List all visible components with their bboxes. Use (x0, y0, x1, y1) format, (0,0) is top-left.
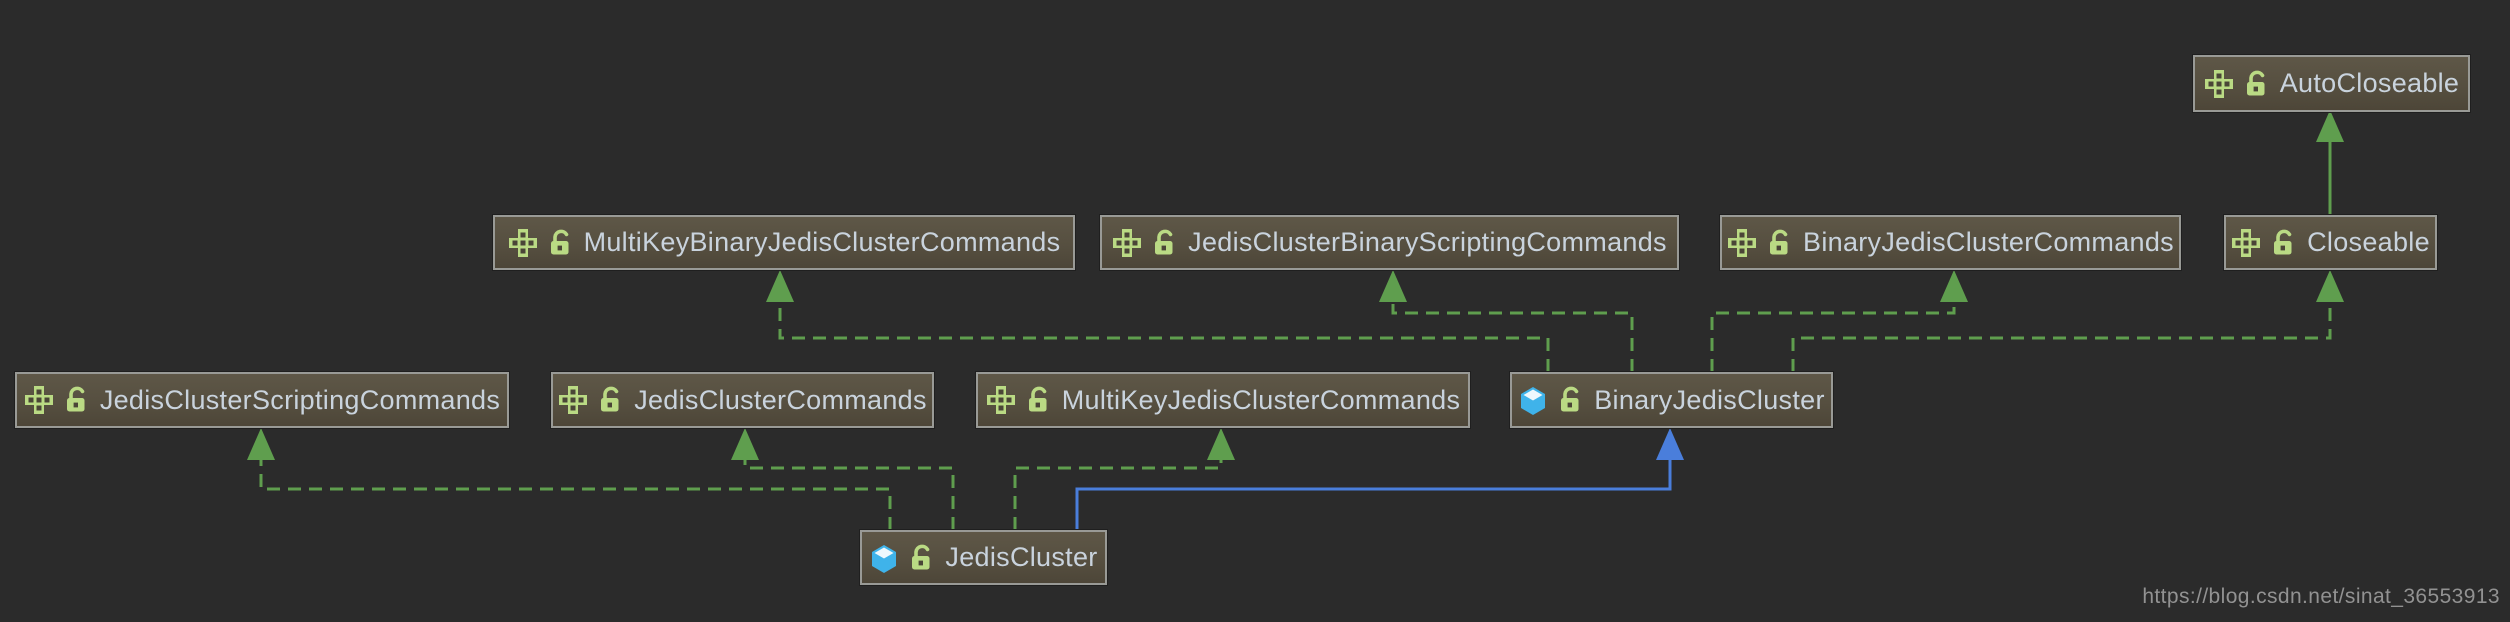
node-label: BinaryJedisCluster (1594, 384, 1825, 415)
interface-icon (558, 385, 588, 415)
edge-jediscluster-implements-jedisclusterscriptingcommands (247, 428, 892, 530)
node-label: JedisClusterCommands (634, 384, 927, 415)
edge-jediscluster-implements-multikeyjedisclustercommands (1013, 428, 1235, 530)
lock-icon (1558, 385, 1584, 415)
node-label: MultiKeyJedisClusterCommands (1061, 384, 1461, 415)
interface-icon (2204, 69, 2234, 99)
node-label: AutoCloseable (2279, 68, 2460, 98)
node-label: BinaryJedisClusterCommands (1803, 227, 2174, 257)
node-label: JedisClusterBinaryScriptingCommands (1188, 227, 1667, 257)
interface-node-autocloseable[interactable]: AutoCloseable (2193, 55, 2470, 112)
node-label: MultiKeyBinaryJedisClusterCommands (583, 227, 1061, 257)
interface-node-multikeyjedisclustercommands[interactable]: MultiKeyJedisClusterCommands (976, 372, 1470, 428)
node-label: Closeable (2307, 227, 2430, 257)
edge-closeable-extends-autocloseable (2316, 110, 2344, 214)
edge-binaryjediscluster-implements-jedisclusterbinaryscriptingcommands (1379, 270, 1634, 372)
lock-icon (548, 228, 574, 258)
class-node-jediscluster[interactable]: JedisCluster (860, 530, 1107, 585)
edge-jediscluster-extends-binaryjediscluster (1075, 428, 1684, 530)
interface-node-jedisclusterbinaryscriptingcommands[interactable]: JedisClusterBinaryScriptingCommands (1100, 215, 1679, 270)
interface-icon (1727, 228, 1757, 258)
interface-node-jedisclustercommands[interactable]: JedisClusterCommands (551, 372, 934, 428)
lock-icon (598, 385, 624, 415)
edge-binaryjediscluster-implements-binaryjedisclustercommands (1710, 270, 1968, 372)
interface-node-closeable[interactable]: Closeable (2224, 215, 2437, 270)
lock-icon (2271, 228, 2297, 258)
edge-jediscluster-implements-jedisclustercommands (731, 428, 955, 530)
interface-node-multikeybinaryjedisclustercommands[interactable]: MultiKeyBinaryJedisClusterCommands (493, 215, 1075, 270)
node-label: JedisClusterScriptingCommands (99, 384, 501, 415)
class-icon (869, 543, 899, 573)
interface-icon (1112, 228, 1142, 258)
interface-node-binaryjedisclustercommands[interactable]: BinaryJedisClusterCommands (1720, 215, 2181, 270)
interface-icon (508, 228, 538, 258)
class-node-binaryjediscluster[interactable]: BinaryJedisCluster (1510, 372, 1833, 428)
watermark-url: https://blog.csdn.net/sinat_36553913 (2142, 585, 2500, 608)
lock-icon (64, 385, 90, 415)
lock-icon (909, 543, 935, 573)
lock-icon (1152, 228, 1178, 258)
lock-icon (1767, 228, 1793, 258)
lock-icon (1026, 385, 1052, 415)
interface-icon (24, 385, 54, 415)
edge-binaryjediscluster-implements-multikeybinaryjedisclustercommands (766, 270, 1550, 372)
edge-binaryjediscluster-implements-closeable (1791, 270, 2344, 372)
interface-icon (2231, 228, 2261, 258)
class-icon (1518, 385, 1548, 415)
interface-icon (986, 385, 1016, 415)
node-label: JedisCluster (945, 542, 1098, 572)
interface-node-jedisclusterscriptingcommands[interactable]: JedisClusterScriptingCommands (15, 372, 509, 428)
lock-icon (2244, 69, 2270, 99)
